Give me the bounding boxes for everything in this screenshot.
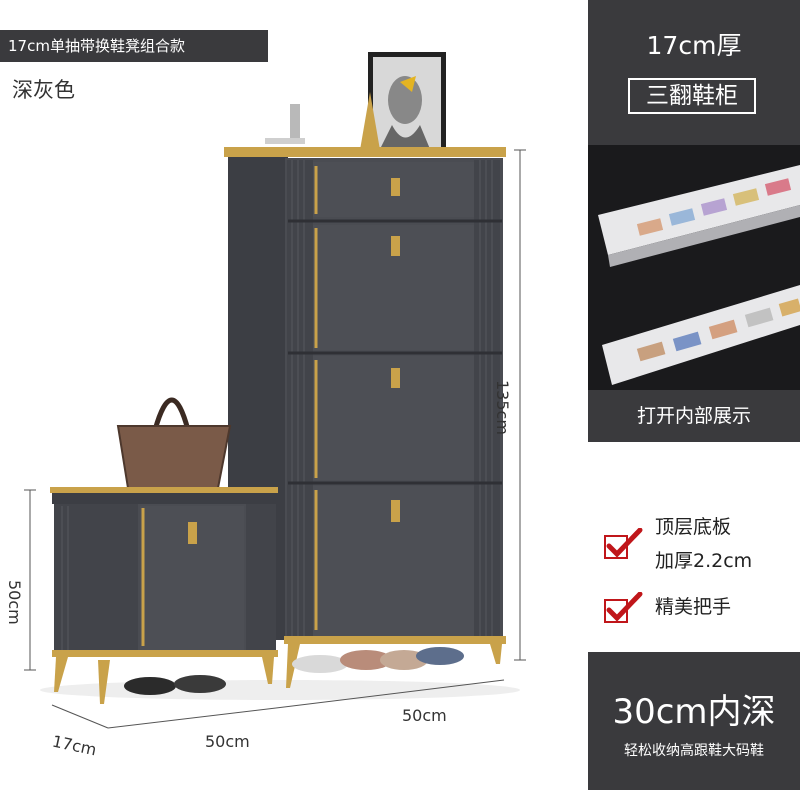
picture-frame (368, 52, 446, 154)
check-icon (604, 592, 643, 623)
inner-depth-label: 30cm内深 (612, 692, 776, 732)
feature-1: 顶层底板 加厚2.2cm (655, 514, 752, 574)
cabinet-type-label: 三翻鞋柜 (628, 78, 756, 114)
tall-height-label: 135cm (493, 380, 512, 435)
cabinet-width-label: 50cm (402, 706, 447, 725)
product-title: 17cm单抽带换鞋凳组合款 (0, 30, 268, 62)
depth-panel: 30cm内深 轻松收纳高跟鞋大码鞋 (588, 652, 800, 790)
feature-2: 精美把手 (655, 596, 732, 618)
inner-view-photo (588, 145, 800, 390)
handbag (116, 397, 232, 489)
color-label: 深灰色 (12, 78, 75, 102)
feature-1-line1: 顶层底板 (655, 516, 732, 538)
bench-height-label: 50cm (5, 580, 24, 625)
thickness-label: 17cm厚 (646, 31, 742, 60)
thickness-panel: 17cm厚 三翻鞋柜 (588, 0, 800, 145)
check-icon (604, 528, 643, 559)
storage-note: 轻松收纳高跟鞋大码鞋 (624, 743, 764, 759)
feature-1-line2: 加厚2.2cm (655, 550, 753, 572)
inner-view-caption: 打开内部展示 (588, 390, 800, 442)
shoe-shelves-illustration (588, 145, 800, 390)
product-illustration (24, 52, 526, 729)
bench-cabinet (50, 487, 278, 704)
dimension-lines (24, 149, 526, 729)
bench-width-label: 50cm (205, 732, 250, 751)
